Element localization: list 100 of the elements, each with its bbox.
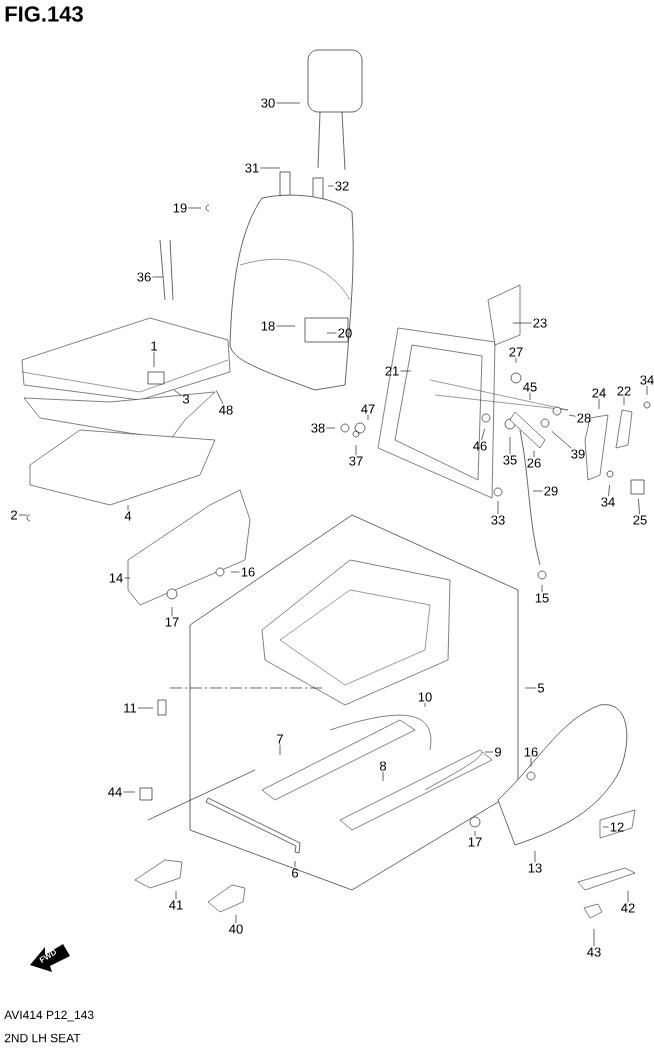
callout-number: 28	[577, 413, 591, 423]
leader-line	[509, 436, 511, 455]
callout-number: 4	[124, 511, 132, 521]
callout-number: 17	[468, 837, 482, 847]
callout-number: 14	[109, 573, 123, 583]
callout-number: 17	[165, 617, 179, 627]
leader-line	[551, 430, 572, 449]
leader-line	[152, 276, 164, 278]
callout-number: 19	[173, 203, 187, 213]
callout-number: 44	[108, 787, 122, 797]
leader-line	[400, 370, 412, 372]
leader-line	[260, 167, 281, 169]
callout-number: 13	[528, 863, 542, 873]
callout-number: 10	[418, 692, 432, 702]
leader-line	[608, 484, 610, 497]
callout-number: 1	[151, 341, 157, 351]
leader-line	[497, 500, 499, 515]
callout-number: 11	[124, 703, 137, 713]
leader-line	[175, 890, 177, 900]
leader-line	[276, 102, 301, 104]
callout-number: 23	[533, 318, 547, 328]
leader-line	[367, 414, 369, 421]
leader-line	[598, 398, 600, 410]
callout-number: 34	[601, 497, 615, 507]
callout-number: 33	[491, 515, 505, 525]
callout-number: 3	[182, 394, 190, 404]
callout-number: 26	[527, 458, 541, 468]
callout-number: 27	[509, 347, 523, 357]
leader-line	[326, 427, 336, 429]
callout-number: 31	[245, 163, 259, 173]
callout-number: 30	[261, 98, 275, 108]
callout-number: 45	[523, 382, 537, 392]
leader-line	[515, 357, 517, 364]
leader-line	[530, 757, 532, 768]
leader-line	[279, 744, 281, 756]
callout-number: 16	[524, 747, 538, 757]
callout-number: 48	[219, 405, 233, 415]
callout-number: 5	[537, 683, 545, 693]
callout-number: 8	[379, 761, 387, 771]
callout-number: 46	[473, 441, 487, 451]
leader-line	[627, 890, 629, 903]
leader-line	[123, 791, 136, 793]
leader-line	[512, 322, 532, 324]
callout-number: 47	[361, 404, 375, 414]
leader-line	[541, 584, 543, 593]
callout-number: 7	[277, 734, 283, 744]
caption-text: 2ND LH SEAT	[4, 1033, 81, 1043]
callout-number: 41	[169, 900, 183, 910]
callout-number: 36	[137, 272, 151, 282]
direction-label: FWD	[39, 950, 56, 963]
leader-line	[173, 389, 182, 396]
callout-number: 32	[335, 181, 349, 191]
leader-line	[382, 771, 384, 782]
leader-line	[602, 826, 609, 828]
figure-title: FIG.143	[5, 6, 83, 22]
leader-line	[534, 850, 536, 863]
leader-line	[276, 325, 296, 327]
leader-line	[171, 606, 173, 617]
leader-line	[127, 504, 129, 511]
leader-line	[230, 571, 240, 573]
leader-line	[481, 428, 485, 441]
leader-line	[568, 414, 576, 417]
callout-number: 21	[385, 366, 399, 376]
callout-number: 15	[535, 593, 549, 603]
callout-number: 43	[587, 947, 601, 957]
leader-line	[529, 392, 531, 401]
leader-line	[533, 450, 535, 458]
leader-line	[524, 687, 537, 689]
leader-line	[18, 514, 28, 516]
callout-number: 12	[610, 822, 624, 832]
callout-number: 42	[621, 903, 635, 913]
leader-line	[215, 390, 224, 405]
leader-line	[327, 185, 334, 187]
callout-number: 25	[633, 515, 647, 525]
callout-number: 38	[311, 423, 325, 433]
leader-line	[484, 751, 494, 753]
leader-line	[124, 577, 131, 579]
callout-number: 35	[503, 455, 517, 465]
leader-line	[326, 332, 337, 334]
leader-line	[424, 702, 426, 708]
leader-line	[532, 490, 543, 492]
callout-number: 40	[229, 924, 243, 934]
leader-line	[593, 928, 595, 947]
leader-line	[474, 830, 476, 837]
callout-number: 18	[261, 321, 275, 331]
leader-line	[638, 498, 640, 515]
leader-line	[235, 914, 237, 924]
callout-number: 39	[571, 449, 585, 459]
callout-number: 16	[241, 567, 255, 577]
callout-number: 6	[292, 868, 299, 878]
callout-number: 20	[338, 328, 352, 338]
leader-line	[646, 385, 648, 396]
callout-number: 9	[495, 747, 501, 757]
leader-line	[623, 396, 625, 406]
leader-line	[137, 707, 154, 709]
callout-number: 34	[640, 375, 654, 385]
callout-number: 37	[349, 456, 363, 466]
callout-number: 24	[592, 388, 606, 398]
callout-number: 29	[544, 486, 558, 496]
callout-number: 2	[11, 510, 17, 520]
